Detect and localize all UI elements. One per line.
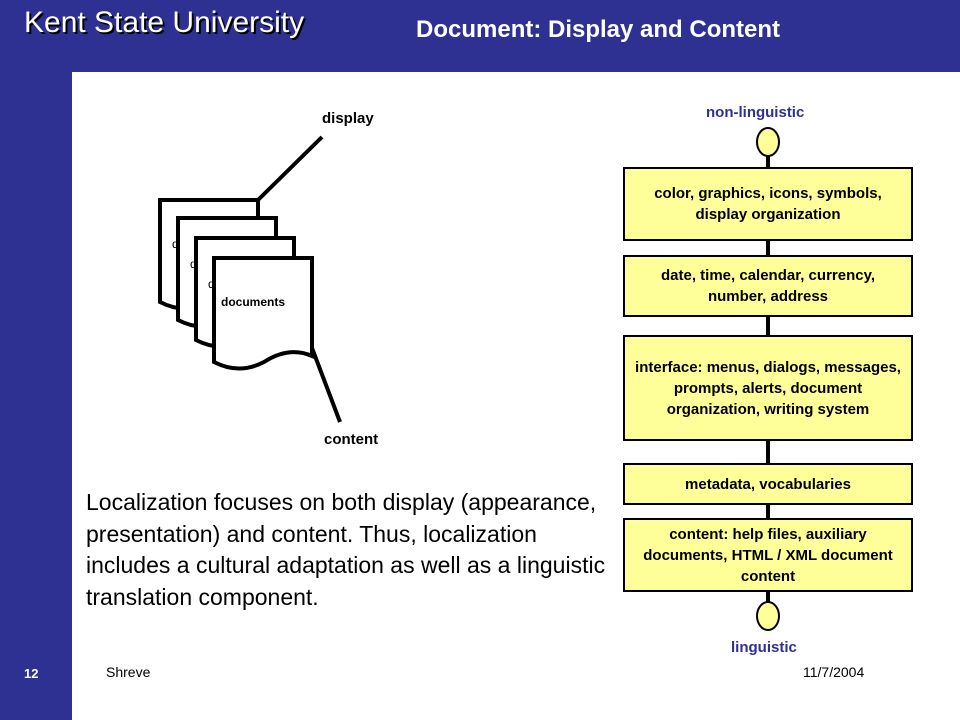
layer-box-content: content: help files, auxiliary documents… — [623, 518, 913, 592]
top-axis-knob — [756, 127, 780, 157]
documents-label: documents — [221, 295, 286, 309]
footer-date: 11/7/2004 — [803, 664, 865, 680]
university-title: Kent State University — [24, 6, 305, 39]
content-pointer-line — [310, 347, 342, 423]
document-page-4 — [212, 256, 314, 371]
display-pointer-line — [256, 135, 324, 202]
layer-box-text: metadata, vocabularies — [685, 475, 851, 493]
page-number: 12 — [24, 666, 39, 681]
hidden-page-letter: d — [190, 257, 197, 271]
layer-box-display: color, graphics, icons, symbols, display… — [623, 167, 913, 241]
hidden-page-letter: d — [172, 237, 179, 251]
layer-box-text: interface: menus, dialogs, messages, pro… — [635, 358, 901, 418]
display-label: display — [322, 110, 374, 127]
content-label: content — [324, 431, 379, 448]
layer-box-text: color, graphics, icons, symbols, display… — [654, 185, 882, 223]
linguistic-label: linguistic — [731, 639, 797, 656]
footer-author: Shreve — [106, 664, 151, 680]
layer-box-text: date, time, calendar, currency, number, … — [661, 267, 875, 305]
layer-box-interface: interface: menus, dialogs, messages, pro… — [623, 335, 913, 441]
hidden-page-letter: d — [208, 277, 215, 291]
slide-title: Document: Display and Content — [416, 16, 781, 43]
non-linguistic-label: non-linguistic — [706, 104, 805, 121]
layer-box-locale-formats: date, time, calendar, currency, number, … — [623, 255, 913, 317]
layer-box-text: content: help files, auxiliary documents… — [643, 525, 893, 585]
layer-box-metadata: metadata, vocabularies — [623, 463, 913, 505]
body-paragraph: Localization focuses on both display (ap… — [86, 489, 606, 610]
bottom-axis-knob — [756, 601, 780, 631]
document-stack-icon — [158, 198, 314, 371]
